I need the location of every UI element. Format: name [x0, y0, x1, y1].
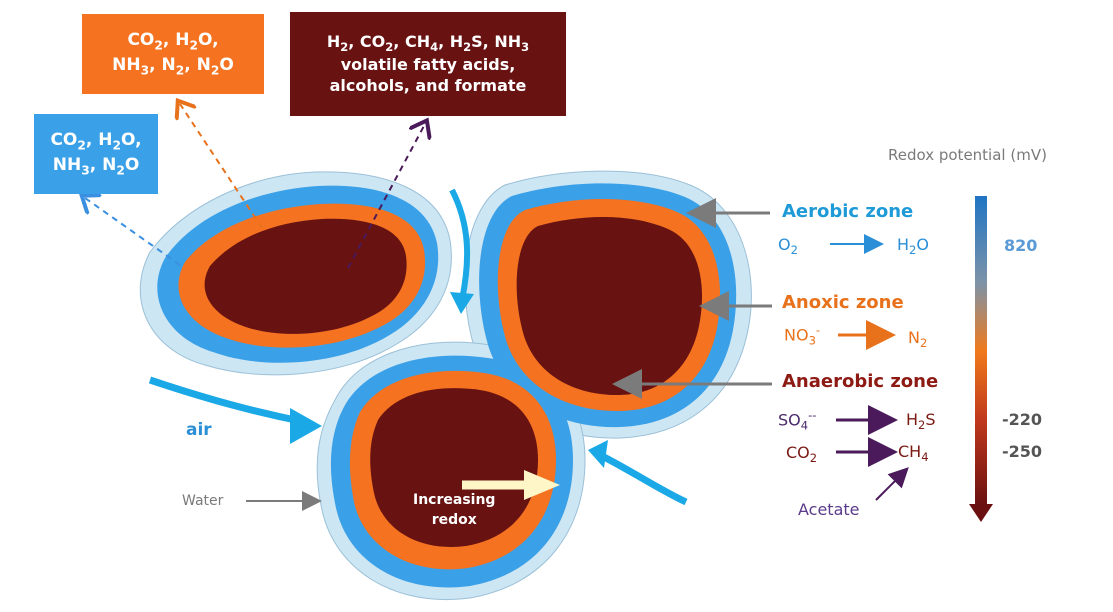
dashed-arrow-orange — [180, 104, 263, 229]
redox-value-minus-250: -250 — [1002, 442, 1043, 461]
dashed-arrow-blue — [85, 198, 181, 266]
anaerobic-zone-label: Anaerobic zone — [782, 371, 939, 392]
air-label: air — [186, 420, 212, 440]
anoxic-zone-label: Anoxic zone — [782, 292, 904, 313]
redox-bar-arrowhead — [969, 504, 993, 522]
products-box-anoxic: CO2, H2O, NH3, N2, N2O — [82, 14, 264, 94]
air-arrowhead-right — [588, 440, 608, 468]
redox-gradient-bar — [975, 196, 987, 506]
so4-label: SO4-- — [778, 408, 817, 433]
water-label: Water — [182, 493, 224, 509]
anaerobic-core-left — [204, 218, 407, 334]
h2s-label: H2S — [906, 410, 936, 433]
anaerobic-core-bottom — [370, 388, 538, 547]
air-arrowhead-left — [290, 408, 322, 444]
no3-label: NO3- — [784, 323, 821, 348]
co2-label: CO2 — [786, 443, 818, 466]
increasing-redox-label: Increasing redox — [413, 492, 496, 529]
ch4-label: CH4 — [898, 442, 929, 465]
products-box-anaerobic: H2, CO2, CH4, H2S, NH3 volatile fatty ac… — [290, 12, 566, 116]
products-line-vfa: volatile fatty acids, — [340, 54, 516, 74]
air-arrow-left — [148, 376, 306, 426]
arrow-acetate-ch4 — [875, 467, 909, 501]
h2o-label: H2O — [897, 235, 929, 258]
products-line-alcohols: alcohols, and formate — [329, 75, 527, 95]
dashed-arrow-purple — [347, 124, 425, 269]
anaerobic-core-right — [516, 216, 703, 396]
air-arrow-right — [598, 451, 688, 506]
n2-label: N2 — [908, 328, 928, 351]
redox-value-minus-220: -220 — [1002, 410, 1043, 429]
acetate-label: Acetate — [798, 500, 860, 519]
o2-label: O2 — [778, 235, 798, 258]
air-arrow-top — [449, 188, 471, 301]
redox-value-820: 820 — [1004, 236, 1038, 255]
aerobic-zone-label: Aerobic zone — [782, 201, 914, 222]
redox-potential-title: Redox potential (mV) — [888, 146, 1047, 164]
air-arrowhead-top — [450, 292, 474, 314]
products-box-aerobic: CO2, H2O, NH3, N2O — [34, 114, 158, 194]
increasing-redox-arrowhead — [524, 470, 560, 500]
